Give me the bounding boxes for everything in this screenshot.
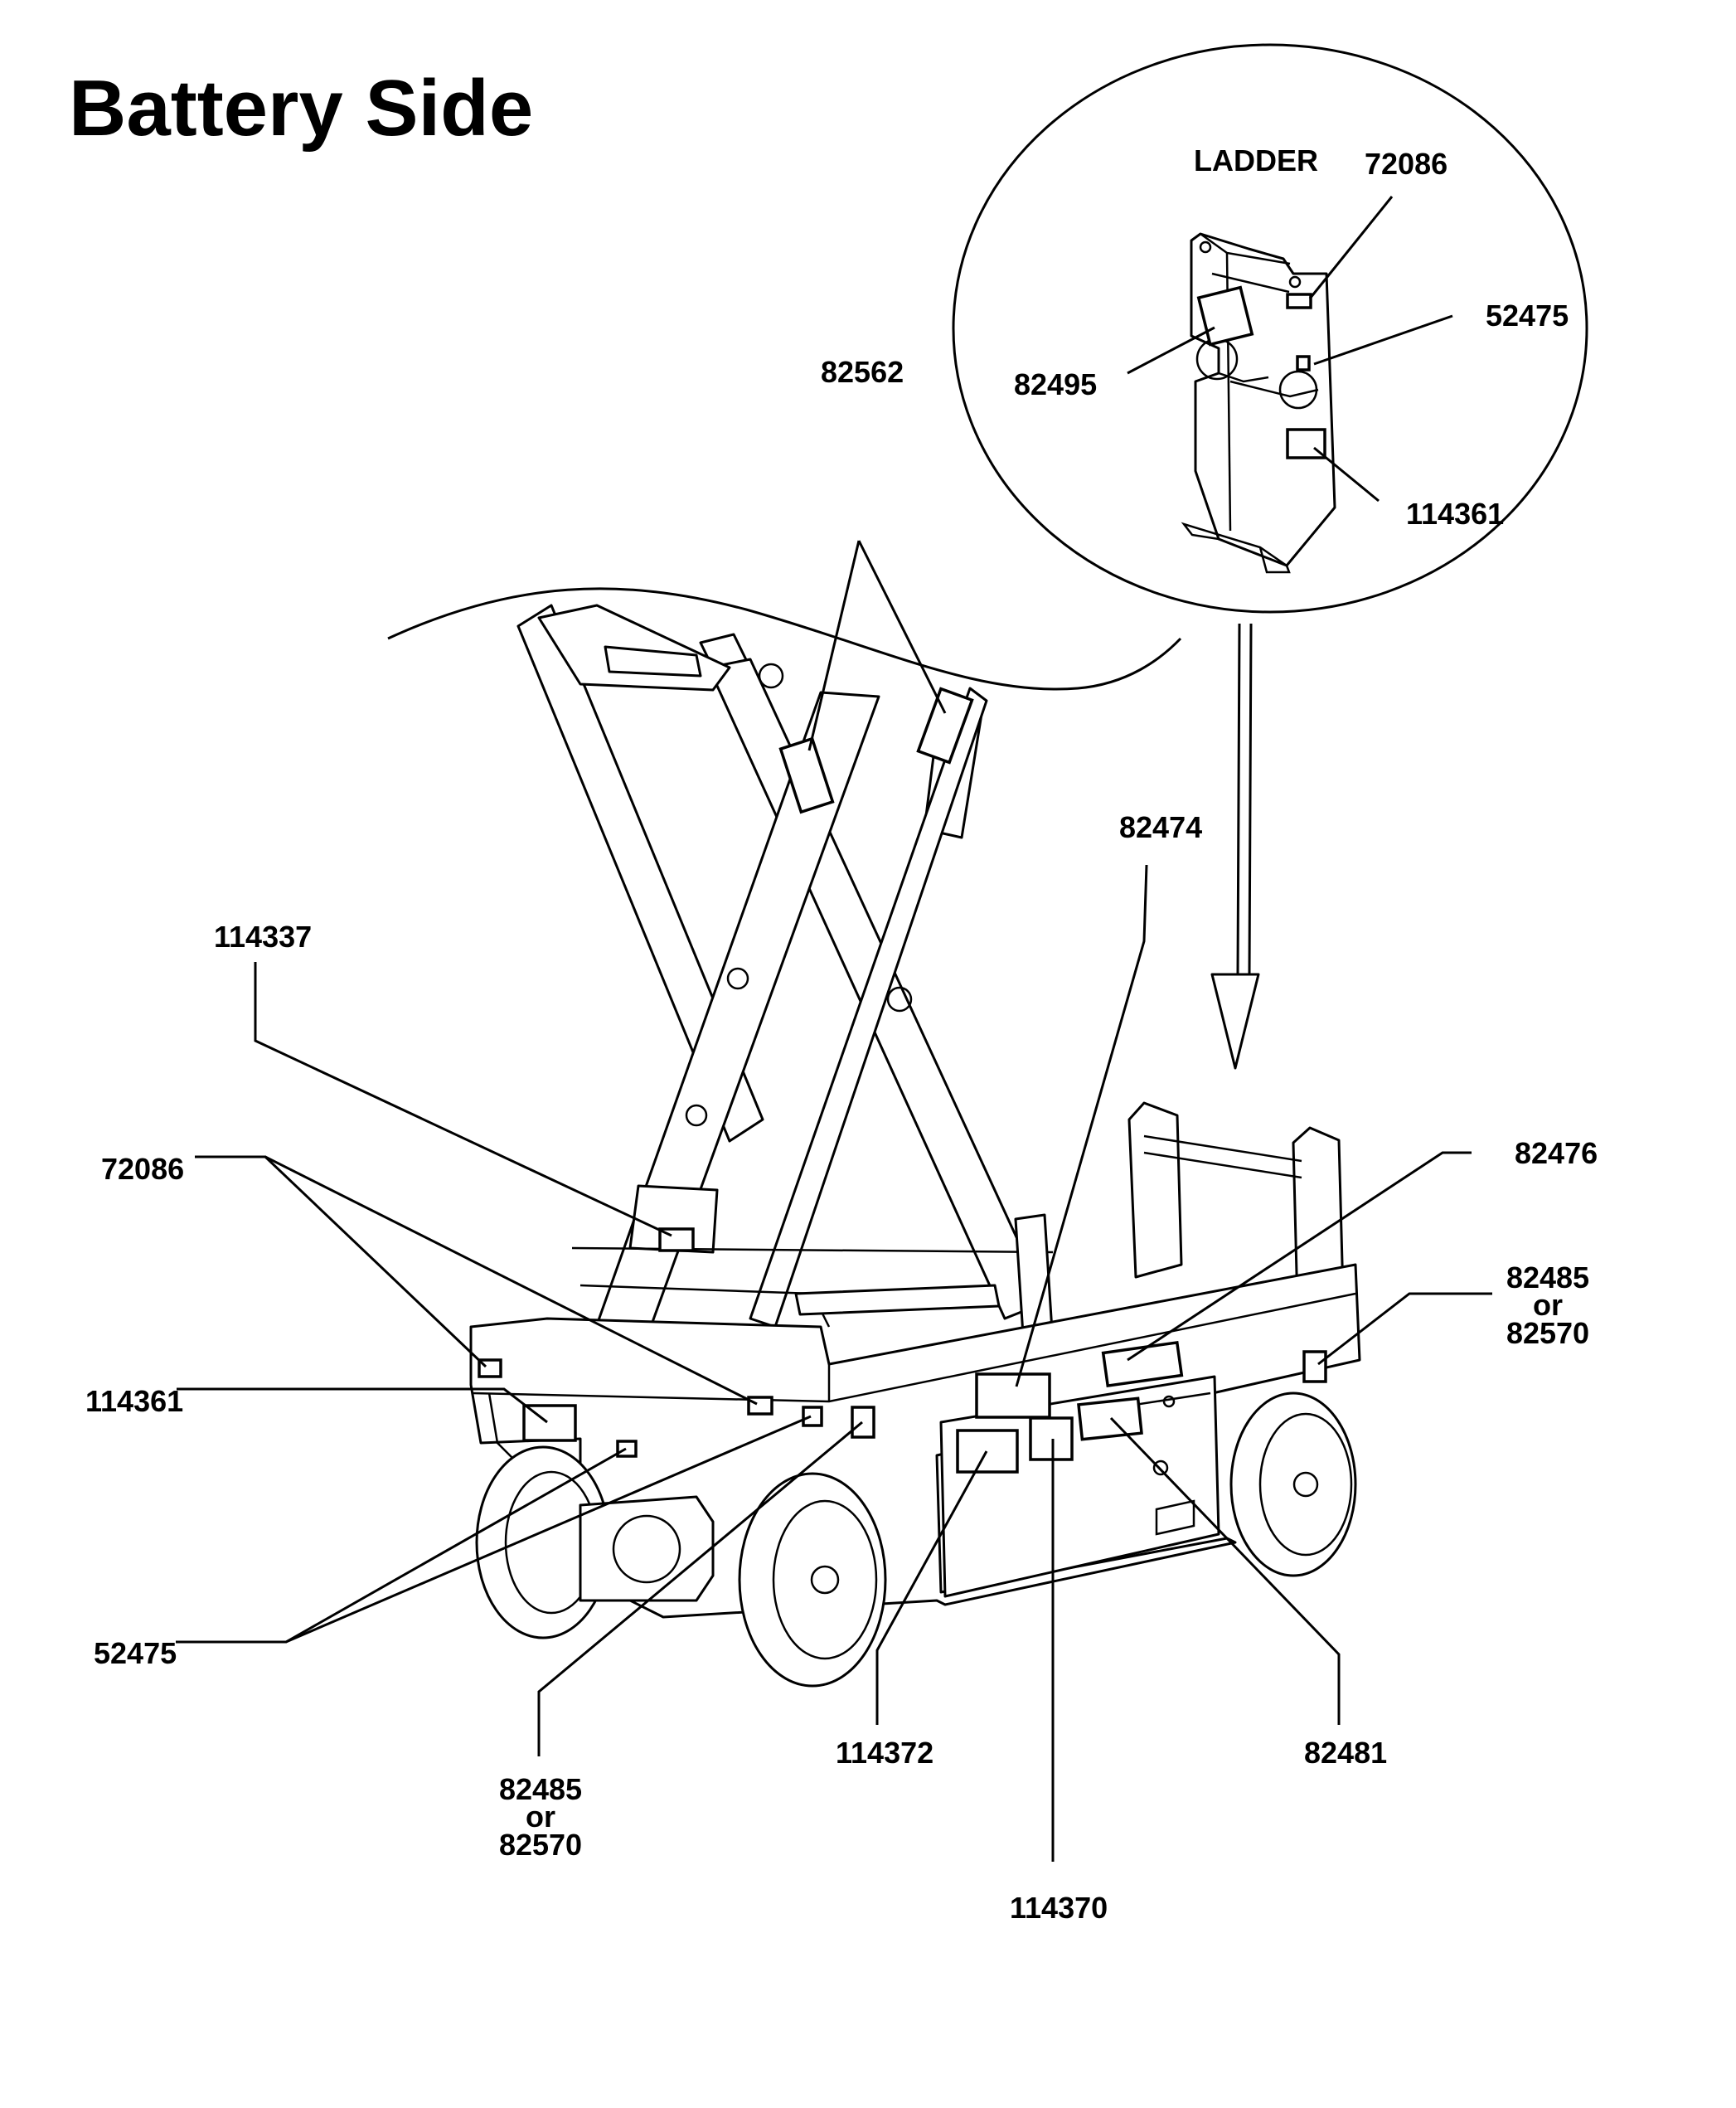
decal-82562-left — [778, 736, 835, 814]
decal-72086-right — [747, 1396, 773, 1416]
inset-decal-72086 — [1286, 293, 1312, 309]
ladder-inset: LADDER 72086 52475 82495 114361 — [952, 43, 1588, 614]
ladder-bracket — [1181, 232, 1336, 574]
decal-82474 — [975, 1372, 1051, 1419]
callout-labels: 82562 82474 114337 72086 82476 82485 or … — [85, 355, 1598, 1925]
inset-heading: LADDER — [1194, 143, 1318, 177]
inset-decal-82495 — [1196, 285, 1254, 347]
decal-114370 — [1029, 1416, 1074, 1461]
label-114370: 114370 — [1010, 1891, 1108, 1925]
decal-52475-right — [802, 1406, 823, 1427]
inset-label-72086: 72086 — [1365, 147, 1447, 181]
label-82485-or-82570-bottom: 82485 or 82570 — [499, 1772, 582, 1862]
wheel-front-right — [738, 1472, 887, 1688]
label-82481: 82481 — [1304, 1736, 1387, 1770]
inset-label-82495: 82495 — [1014, 367, 1097, 401]
label-82485-right: 82485 — [1506, 1260, 1589, 1294]
label-or-bottom: or — [526, 1800, 555, 1834]
label-82570-bottom: 82570 — [499, 1828, 582, 1862]
decal-114372 — [956, 1429, 1019, 1474]
break-line — [387, 587, 1182, 691]
label-82485-bottom: 82485 — [499, 1772, 582, 1806]
label-82570-right: 82570 — [1506, 1316, 1589, 1350]
decal-82485-front — [851, 1406, 875, 1439]
decal-82485-rear — [1302, 1350, 1327, 1383]
label-82474: 82474 — [1119, 810, 1202, 844]
inset-label-114361: 114361 — [1406, 497, 1504, 531]
inset-ellipse — [952, 43, 1588, 614]
label-114361: 114361 — [85, 1384, 183, 1418]
label-52475: 52475 — [94, 1636, 177, 1670]
scissor-lift-machine — [387, 587, 1361, 1688]
inset-decal-52475 — [1296, 355, 1311, 372]
decal-82562-right — [916, 687, 974, 765]
label-114372: 114372 — [836, 1736, 933, 1770]
label-72086: 72086 — [101, 1152, 184, 1186]
decal-52475-left — [616, 1440, 638, 1458]
leader-lines — [176, 540, 1492, 1862]
inset-label-52475: 52475 — [1486, 299, 1569, 333]
decal-82476 — [1101, 1340, 1184, 1388]
inset-arrow — [1210, 623, 1260, 1070]
label-82476: 82476 — [1515, 1136, 1598, 1170]
label-82562: 82562 — [821, 355, 904, 389]
label-or-right: or — [1533, 1288, 1563, 1322]
page-title: Battery Side — [69, 64, 533, 153]
wheel-rear-right — [1229, 1392, 1357, 1577]
label-114337: 114337 — [214, 920, 312, 954]
label-82485-or-82570-right: 82485 or 82570 — [1506, 1260, 1589, 1350]
